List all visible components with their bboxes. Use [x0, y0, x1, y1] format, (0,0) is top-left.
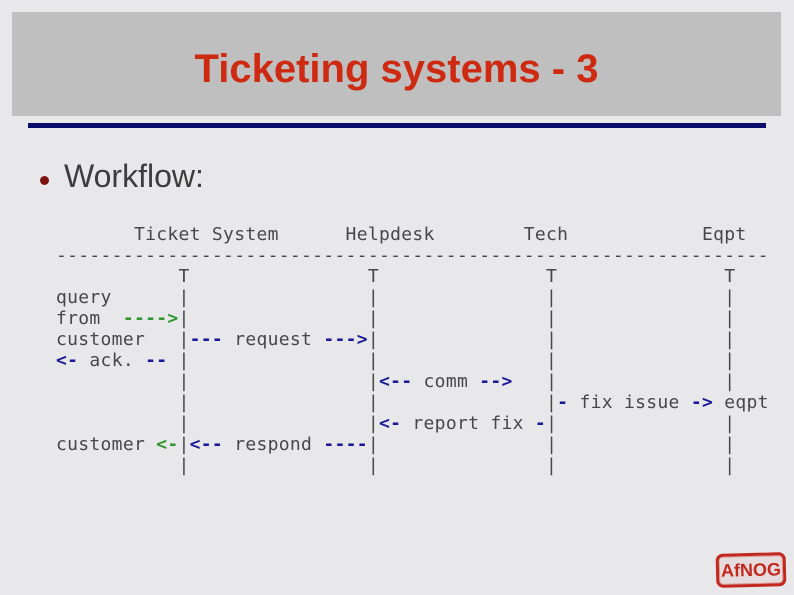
diagram-segment: --> [479, 371, 513, 392]
diagram-segment: from [56, 308, 123, 329]
diagram-line: | | | | [56, 455, 769, 476]
diagram-segment: customer | [56, 329, 190, 350]
bullet-label: Workflow: [64, 158, 204, 194]
diagram-segment: | [178, 434, 190, 455]
title-band: Ticketing systems - 3 [12, 12, 781, 116]
diagram-segment: | | | | [178, 308, 736, 329]
diagram-line: customer <-|<-- respond ----| | | [56, 434, 769, 455]
diagram-segment: | | [546, 413, 736, 434]
diagram-line: | |<-- comm --> | | [56, 371, 769, 392]
diagram-segment: | | [56, 413, 379, 434]
diagram-segment: T T T T [56, 266, 736, 287]
diagram-segment: | | | [367, 434, 736, 455]
diagram-segment: | | | [56, 392, 558, 413]
diagram-segment: ack. [78, 350, 146, 371]
diagram-segment: Ticket System Helpdesk Tech Eqpt [56, 224, 747, 245]
title-underline [28, 123, 766, 128]
diagram-line: Ticket System Helpdesk Tech Eqpt [56, 224, 769, 245]
afnog-logo: AfNOG [715, 552, 787, 588]
diagram-segment: | | | | [56, 455, 736, 476]
diagram-segment: comm [412, 371, 480, 392]
diagram-line: from ---->| | | | [56, 308, 769, 329]
bullet-row: Workflow: [40, 158, 204, 195]
diagram-segment: query | | | | [56, 287, 736, 308]
diagram-segment: -- [145, 350, 168, 371]
diagram-segment: | | | | [167, 350, 736, 371]
diagram-segment: <- [56, 350, 79, 371]
bullet-icon [40, 176, 49, 185]
workflow-ascii-diagram: Ticket System Helpdesk Tech Eqpt--------… [56, 224, 769, 476]
diagram-segment: customer [56, 434, 157, 455]
diagram-line: query | | | | [56, 287, 769, 308]
diagram-segment: --- [189, 329, 224, 350]
diagram-line: customer |--- request --->| | | [56, 329, 769, 350]
diagram-segment: ---> [323, 329, 368, 350]
diagram-segment: <- [156, 434, 179, 455]
diagram-segment: | | [512, 371, 736, 392]
diagram-segment: - [557, 392, 569, 413]
diagram-segment: report fix [401, 413, 535, 434]
diagram-line: T T T T [56, 266, 769, 287]
diagram-segment: <- [378, 413, 402, 434]
diagram-line: ----------------------------------------… [56, 245, 769, 266]
diagram-segment: request [223, 329, 324, 350]
page-title: Ticketing systems - 3 [194, 46, 599, 91]
diagram-segment: ----> [122, 308, 179, 329]
diagram-segment: | | [56, 371, 379, 392]
diagram-segment: - [534, 413, 547, 434]
diagram-segment: <-- [378, 371, 413, 392]
diagram-segment: <-- [189, 434, 224, 455]
diagram-segment: fix issue [568, 392, 691, 413]
diagram-segment: eqpt [713, 392, 769, 413]
afnog-logo-text: AfNOG [720, 558, 782, 581]
diagram-segment: | | | [367, 329, 736, 350]
diagram-line: <- ack. -- | | | | [56, 350, 769, 371]
diagram-segment: ----------------------------------------… [56, 245, 769, 266]
diagram-segment: ---- [323, 434, 368, 455]
diagram-segment: -> [690, 392, 714, 413]
diagram-segment: respond [223, 434, 324, 455]
diagram-line: | | |- fix issue -> eqpt [56, 392, 769, 413]
diagram-line: | |<- report fix -| | [56, 413, 769, 434]
